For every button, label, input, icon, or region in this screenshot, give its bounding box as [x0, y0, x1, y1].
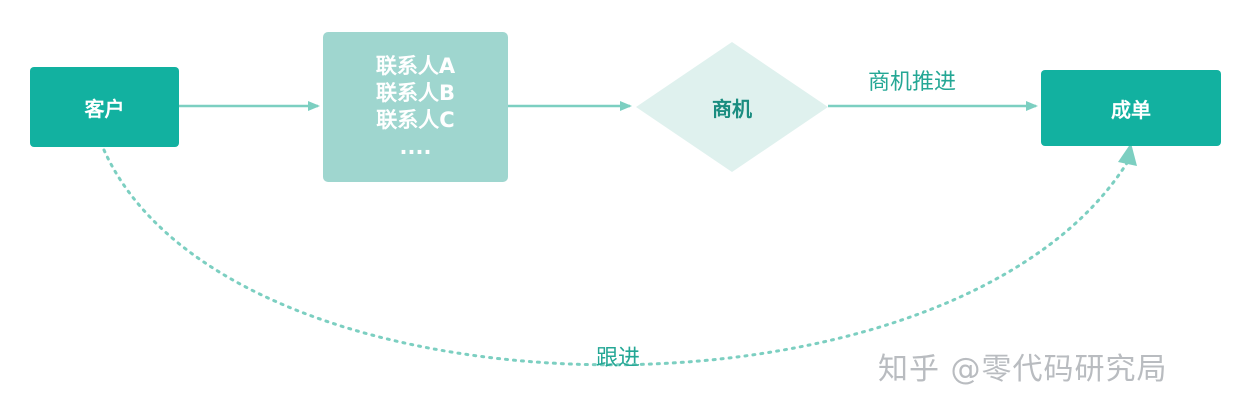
- contact-item: 联系人A: [375, 54, 456, 78]
- watermark: 知乎 @零代码研究局: [878, 352, 1168, 387]
- edge-label-advance: 商机推进: [868, 70, 957, 95]
- contact-item: 联系人C: [376, 108, 455, 132]
- follow-up-arrowhead: [1118, 143, 1137, 166]
- edge-label-follow-up: 跟进: [596, 346, 641, 371]
- arrow-follow-up-curve: [102, 148, 1132, 367]
- node-customer: 客户: [30, 67, 179, 147]
- node-customer-label: 客户: [84, 96, 125, 121]
- node-opportunity: 商机: [636, 42, 828, 172]
- node-opportunity-label: 商机: [712, 96, 752, 121]
- contact-ellipsis: ....: [399, 135, 432, 159]
- node-contacts: 联系人A 联系人B 联系人C ....: [323, 32, 508, 182]
- opportunity-diamond: [636, 42, 828, 172]
- contact-item: 联系人B: [375, 81, 455, 105]
- node-deal-label: 成单: [1111, 97, 1151, 122]
- node-deal: 成单: [1041, 70, 1221, 146]
